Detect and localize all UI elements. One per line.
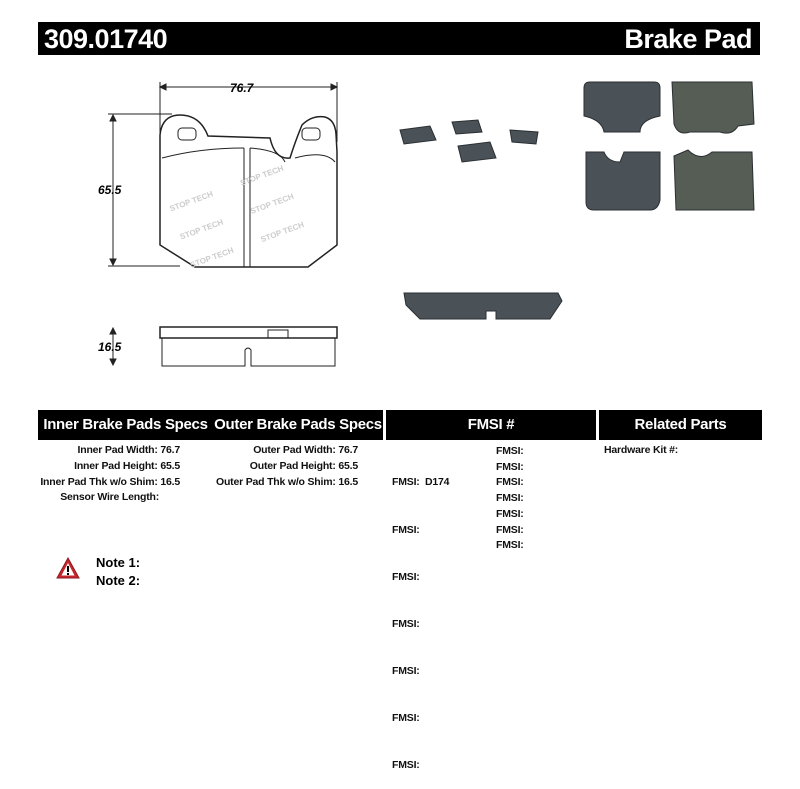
svg-text:STOP TECH: STOP TECH: [168, 189, 214, 213]
page-title: Brake Pad: [624, 24, 752, 54]
header-outer-specs: Outer Brake Pads Specs: [213, 410, 383, 440]
pad-technical-drawing: STOP TECH STOP TECH STOP TECH STOP TECH ST…: [98, 81, 339, 367]
svg-text:STOP TECH: STOP TECH: [249, 192, 295, 216]
pad-photos: [583, 81, 755, 211]
header-bar: 309.01740 Brake Pad: [38, 22, 760, 55]
pad-set-image: [399, 119, 539, 163]
fmsi-column-1: FMSI: D174 FMSI: FMSI: FMSI: FMSI: FMSI:…: [392, 444, 450, 789]
fmsi-entry: FMSI:: [496, 507, 524, 520]
note-2: Note 2:: [96, 573, 141, 588]
svg-text:STOP TECH: STOP TECH: [239, 164, 285, 188]
fmsi-entry: FMSI:: [496, 523, 524, 536]
width-dimension: 76.7: [230, 81, 255, 95]
fmsi-entry: FMSI:: [392, 617, 420, 630]
svg-text:STOP TECH: STOP TECH: [259, 220, 305, 244]
thickness-dimension: 16.5: [98, 340, 122, 354]
warning-triangle-icon: [56, 556, 80, 579]
fmsi-entry: FMSI:: [496, 445, 524, 457]
svg-text:STOP TECH: STOP TECH: [179, 217, 225, 241]
fmsi-entry: FMSI:: [392, 664, 420, 677]
svg-text:STOP TECH: STOP TECH: [189, 246, 235, 270]
fmsi-entry: FMSI:: [496, 460, 524, 473]
pad-side-view: [403, 292, 563, 320]
fmsi-entry: FMSI:: [392, 711, 420, 724]
related-part-row: Hardware Kit #:: [604, 444, 679, 456]
fmsi-entry: FMSI:: [496, 492, 524, 505]
header-inner-specs: Inner Brake Pads Specs: [38, 410, 213, 440]
fmsi-entry: FMSI:: [496, 476, 524, 489]
fmsi-entry: FMSI: D174: [392, 476, 450, 489]
fmsi-entry: FMSI:: [392, 523, 420, 536]
inner-spec-row: Inner Pad Thk w/o Shim: 16.5: [40, 476, 180, 488]
fmsi-entry: FMSI:: [392, 759, 420, 772]
fmsi-entry: FMSI:: [496, 539, 524, 552]
inner-spec-row: Inner Pad Height: 65.5: [74, 460, 180, 472]
inner-spec-row: Inner Pad Width: 76.7: [77, 444, 181, 456]
fmsi-column-2: FMSI: FMSI: FMSI: FMSI: FMSI: FMSI: FMSI…: [496, 444, 524, 554]
height-dimension: 65.5: [98, 183, 122, 197]
outer-spec-row: Outer Pad Width: 76.7: [253, 444, 358, 456]
outer-spec-row: Outer Pad Thk w/o Shim: 16.5: [215, 476, 358, 488]
header-fmsi: FMSI #: [386, 410, 596, 440]
header-related-parts: Related Parts: [599, 410, 762, 440]
part-number: 309.01740: [44, 24, 168, 54]
fmsi-entry: FMSI:: [392, 570, 420, 583]
note-1: Note 1:: [96, 555, 141, 570]
inner-spec-row: Sensor Wire Length:: [60, 491, 159, 503]
outer-spec-row: Outer Pad Height: 65.5: [249, 460, 358, 472]
